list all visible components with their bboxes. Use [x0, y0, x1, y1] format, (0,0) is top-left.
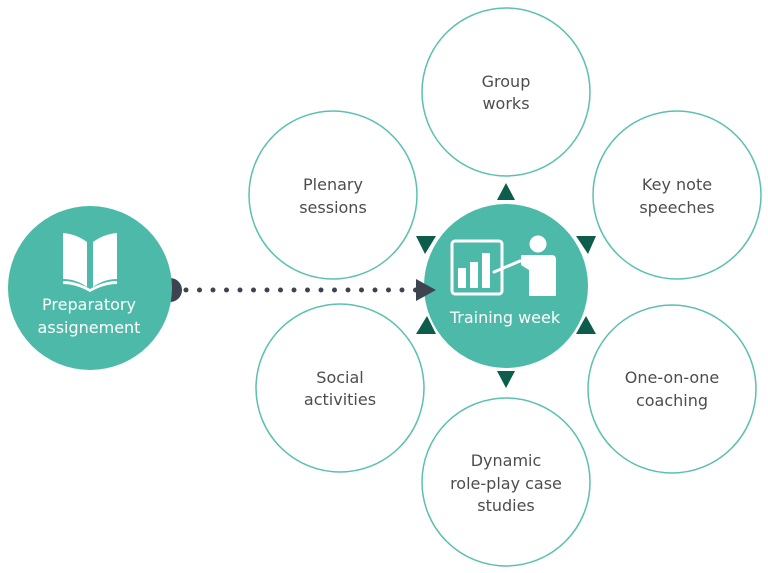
node-one-on-one-label-line2: coaching: [636, 391, 708, 410]
node-key-note-circle: [592, 110, 762, 280]
node-social-activities: Social activities: [255, 303, 425, 473]
start-preparatory-assignment: Preparatory assignement: [8, 206, 172, 370]
node-dynamic-circle: [421, 397, 591, 567]
node-key-note-speeches: Key note speeches: [592, 110, 762, 280]
node-plenary-circle: [248, 110, 418, 280]
arrowhead-down: [497, 371, 515, 388]
node-one-on-one-label-line1: One-on-one: [625, 368, 719, 387]
center-arrowheads: [416, 183, 596, 388]
start-label-line1: Preparatory: [42, 295, 136, 314]
node-group-works-circle: [421, 7, 591, 177]
arrowhead-upper-right: [576, 236, 596, 254]
node-social-circle: [255, 303, 425, 473]
node-dynamic-role-play: Dynamic role-play case studies: [421, 397, 591, 567]
node-dynamic-label-line3: studies: [477, 496, 535, 515]
center-circle: [424, 204, 588, 368]
presenter-chart-icon: [450, 235, 556, 296]
node-social-label-line1: Social: [316, 368, 363, 387]
start-circle: [8, 206, 172, 370]
center-training-week: Training week: [424, 204, 588, 368]
start-label-line2: assignement: [38, 318, 141, 337]
node-key-note-label-line2: speeches: [639, 198, 714, 217]
node-dynamic-label-line2: role-play case: [450, 474, 562, 493]
open-book-icon: [63, 233, 117, 292]
node-plenary-label-line2: sessions: [299, 198, 367, 217]
node-dynamic-label-line1: Dynamic: [471, 451, 542, 470]
node-social-label-line2: activities: [304, 390, 376, 409]
node-plenary-label-line1: Plenary: [303, 175, 363, 194]
node-one-on-one-coaching: One-on-one coaching: [587, 304, 757, 474]
center-label: Training week: [449, 308, 561, 327]
connector-arrowhead: [416, 279, 436, 301]
arrowhead-lower-right: [576, 316, 596, 334]
node-group-works-label-line2: works: [482, 94, 529, 113]
node-one-on-one-circle: [587, 304, 757, 474]
arrowhead-up: [497, 183, 515, 200]
arrowhead-lower-left: [416, 316, 436, 334]
arrowhead-upper-left: [416, 236, 436, 254]
node-plenary-sessions: Plenary sessions: [248, 110, 418, 280]
node-group-works: Group works: [421, 7, 591, 177]
node-group-works-label-line1: Group: [482, 72, 531, 91]
node-key-note-label-line1: Key note: [642, 175, 712, 194]
dotted-connector: [158, 278, 436, 302]
